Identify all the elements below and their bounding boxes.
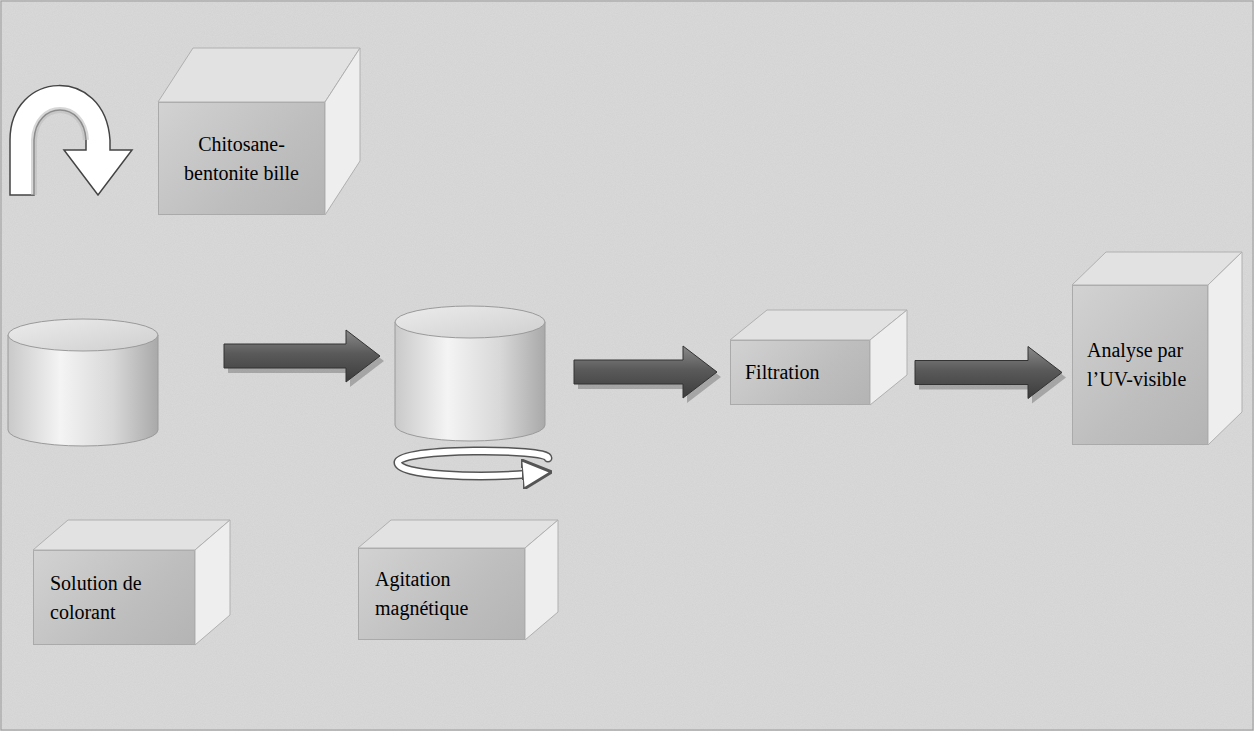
box-label: Filtration: [745, 358, 855, 387]
process-box: Analyse par l’UV-visible: [1072, 285, 1208, 445]
beaker: [8, 319, 158, 446]
process-box: Agitation magnétique: [358, 548, 525, 640]
beaker: [395, 306, 545, 441]
box-label: Analyse par l’UV-visible: [1087, 336, 1193, 394]
process-box: Chitosane-bentonite bille: [158, 102, 325, 215]
rotation-arrow: [398, 451, 548, 476]
process-box: Filtration: [730, 340, 870, 405]
process-box: Solution de colorant: [33, 550, 195, 645]
box-label: Solution de colorant: [50, 569, 178, 627]
box-extrusion: [158, 48, 360, 215]
box-label: Agitation magnétique: [375, 565, 508, 623]
block-arrow: [574, 346, 721, 403]
box-label: Chitosane-bentonite bille: [167, 130, 316, 188]
addition-arrow: [10, 86, 132, 195]
block-arrow: [915, 347, 1066, 404]
block-arrow: [224, 330, 384, 387]
box-extrusion: [730, 310, 907, 405]
